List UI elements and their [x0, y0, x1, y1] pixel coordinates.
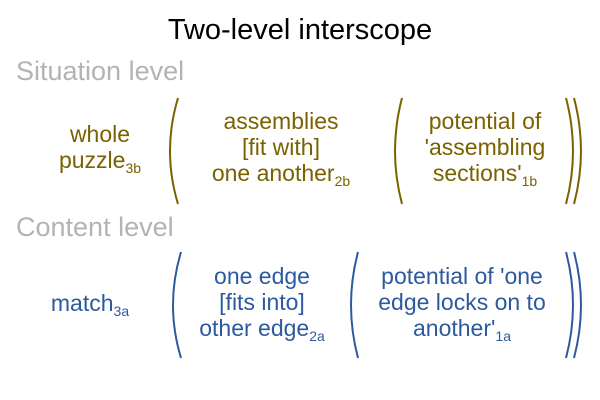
situation-node-3b-line2: puzzle3b: [58, 147, 142, 176]
situation-right-parens: [565, 97, 582, 205]
situation-node-1b-line2: 'assembling: [424, 134, 546, 160]
situation-inner-left-paren: [394, 97, 403, 205]
content-node-1a: potential of 'one edge locks on to anoth…: [358, 263, 566, 344]
subscript-2a: 2a: [309, 328, 325, 344]
content-node-1a-line2: edge locks on to: [378, 289, 546, 315]
content-node-3a-line1: match3a: [50, 290, 130, 319]
subscript-1a: 1a: [495, 328, 511, 344]
content-level-label: Content level: [16, 212, 174, 242]
content-node-3a: match3a: [40, 290, 140, 319]
situation-node-2b: assemblies [fit with] one another2b: [186, 108, 376, 189]
content-node-2a-line2: [fits into]: [219, 289, 305, 315]
situation-level-label: Situation level: [16, 56, 185, 86]
subscript-1b: 1b: [521, 173, 538, 189]
situation-node-2b-line2: [fit with]: [242, 134, 320, 160]
situation-outer-left-paren: [169, 97, 179, 205]
situation-node-2b-line1: assemblies: [223, 108, 339, 134]
diagram-title: Two-level interscope: [167, 14, 433, 46]
situation-node-3b-line1: whole: [69, 121, 131, 147]
content-node-1a-line3: another'1a: [413, 315, 511, 344]
content-node-2a: one edge [fits into] other edge2a: [176, 263, 348, 344]
content-outer-left-paren: [172, 251, 182, 359]
situation-node-1b: potential of 'assembling sections'1b: [405, 108, 565, 189]
subscript-3a: 3a: [113, 303, 130, 319]
content-node-1a-line1: potential of 'one: [381, 263, 543, 289]
situation-node-1b-line1: potential of: [428, 108, 542, 134]
subscript-3b: 3b: [125, 160, 142, 176]
situation-node-3b: whole puzzle3b: [40, 121, 160, 176]
content-inner-left-paren: [350, 251, 359, 359]
subscript-2b: 2b: [334, 173, 351, 189]
content-right-parens: [565, 251, 582, 359]
situation-node-2b-line3: one another2b: [211, 160, 351, 189]
content-node-2a-line1: one edge: [214, 263, 310, 289]
situation-node-1b-line3: sections'1b: [432, 160, 538, 189]
content-node-2a-line3: other edge2a: [199, 315, 325, 344]
